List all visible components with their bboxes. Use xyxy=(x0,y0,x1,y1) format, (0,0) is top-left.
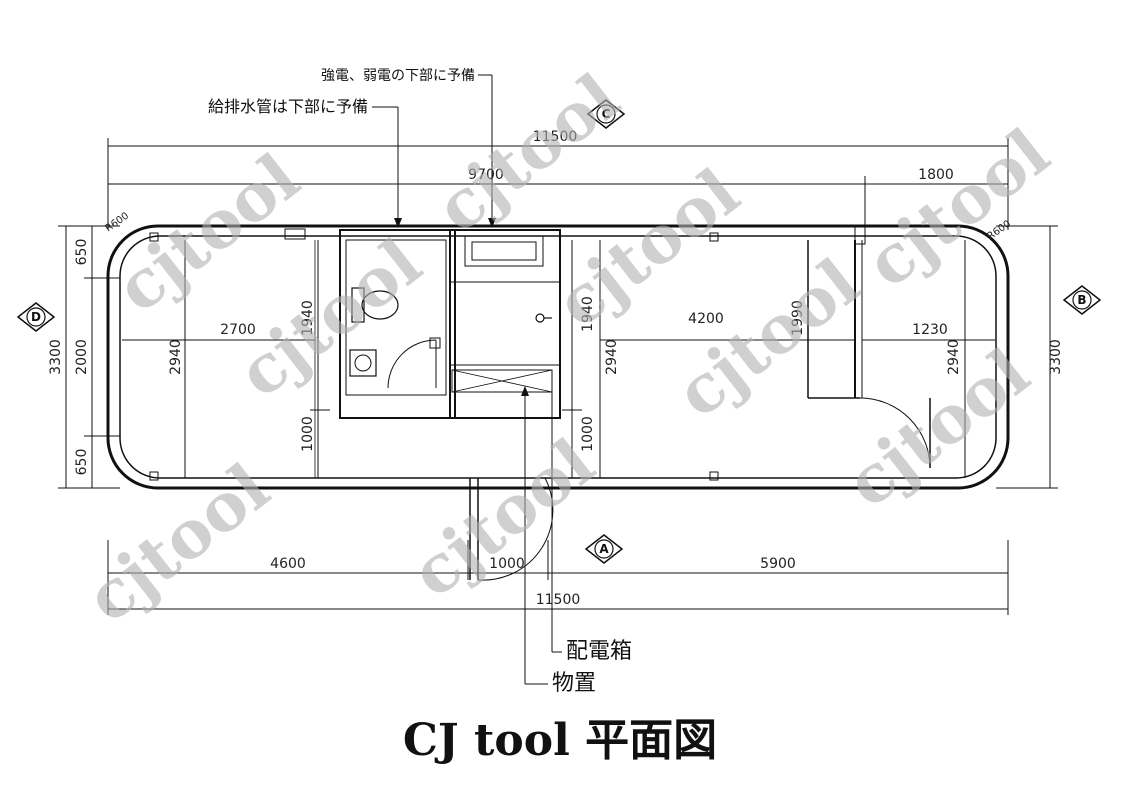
note-distribution-box: 配電箱 xyxy=(566,639,632,664)
axis-label-b: B xyxy=(1077,293,1086,307)
dim-bottom-left: 4600 xyxy=(270,556,306,572)
axis-label-c: C xyxy=(602,107,611,121)
dim-left-top: 650 xyxy=(74,239,90,266)
dim-bottom-right: 5900 xyxy=(760,556,796,572)
dim-total-bottom: 11500 xyxy=(536,592,581,608)
page-title: CJ tool 平面図 xyxy=(403,715,717,766)
axis-label-d: D xyxy=(31,310,41,324)
dim-bath-lower: 1000 xyxy=(300,416,316,452)
dim-core-upper: 1940 xyxy=(580,296,596,332)
dim-entry-width: 1230 xyxy=(912,322,948,338)
note-water-reserve: 給排水管は下部に予備 xyxy=(208,97,368,116)
dim-sub-top-right: 1800 xyxy=(918,167,954,183)
dim-right-total: 3300 xyxy=(1048,339,1064,375)
watermark-7: cjtool xyxy=(832,333,1044,522)
axis-marker-d: D xyxy=(16,302,56,332)
annotations: 強電、弱電の下部に予備 給排水管は下部に予備 配電箱 物置 xyxy=(208,68,632,696)
dim-core-lower: 1000 xyxy=(580,416,596,452)
dimension-lines xyxy=(58,74,1058,685)
dim-left-bottom: 650 xyxy=(74,449,90,476)
dim-total-top: 11500 xyxy=(533,129,578,145)
dim-room-left-height: 2940 xyxy=(168,339,184,375)
watermark-6: cjtool xyxy=(852,113,1064,302)
dim-room-right-height-right: 2940 xyxy=(946,339,962,375)
watermark-5: cjtool xyxy=(662,243,874,432)
axis-marker-b: B xyxy=(1062,285,1102,315)
leader-arrows xyxy=(394,218,529,396)
dim-room-left-width: 2700 xyxy=(220,322,256,338)
dim-left-total: 3300 xyxy=(48,339,64,375)
dim-left-mid: 2000 xyxy=(74,339,90,375)
watermark-9: cjtool xyxy=(397,423,609,612)
dim-room-right-width: 4200 xyxy=(688,311,724,327)
watermark-3: cjtool xyxy=(224,223,436,412)
dim-bottom-mid: 1000 xyxy=(489,556,525,572)
dim-closet: 1990 xyxy=(790,300,806,336)
capsule-shell xyxy=(106,224,1010,490)
dimension-labels: 11500 9700 1800 4600 1000 5900 11500 270… xyxy=(48,129,1064,608)
axis-label-a: A xyxy=(599,542,609,556)
watermark-2: cjtool xyxy=(422,58,634,247)
dim-sub-top-left: 9700 xyxy=(468,167,504,183)
axis-marker-c: C xyxy=(586,99,626,129)
watermarks: cjtool cjtool cjtool cjtool cjtool cjtoo… xyxy=(72,58,1064,637)
note-power-reserve: 強電、弱電の下部に予備 xyxy=(321,68,475,84)
axis-marker-a: A xyxy=(584,534,624,564)
dim-room-right-height-left: 2940 xyxy=(604,339,620,375)
note-storage: 物置 xyxy=(552,671,596,696)
dim-bath-upper: 1940 xyxy=(300,300,316,336)
